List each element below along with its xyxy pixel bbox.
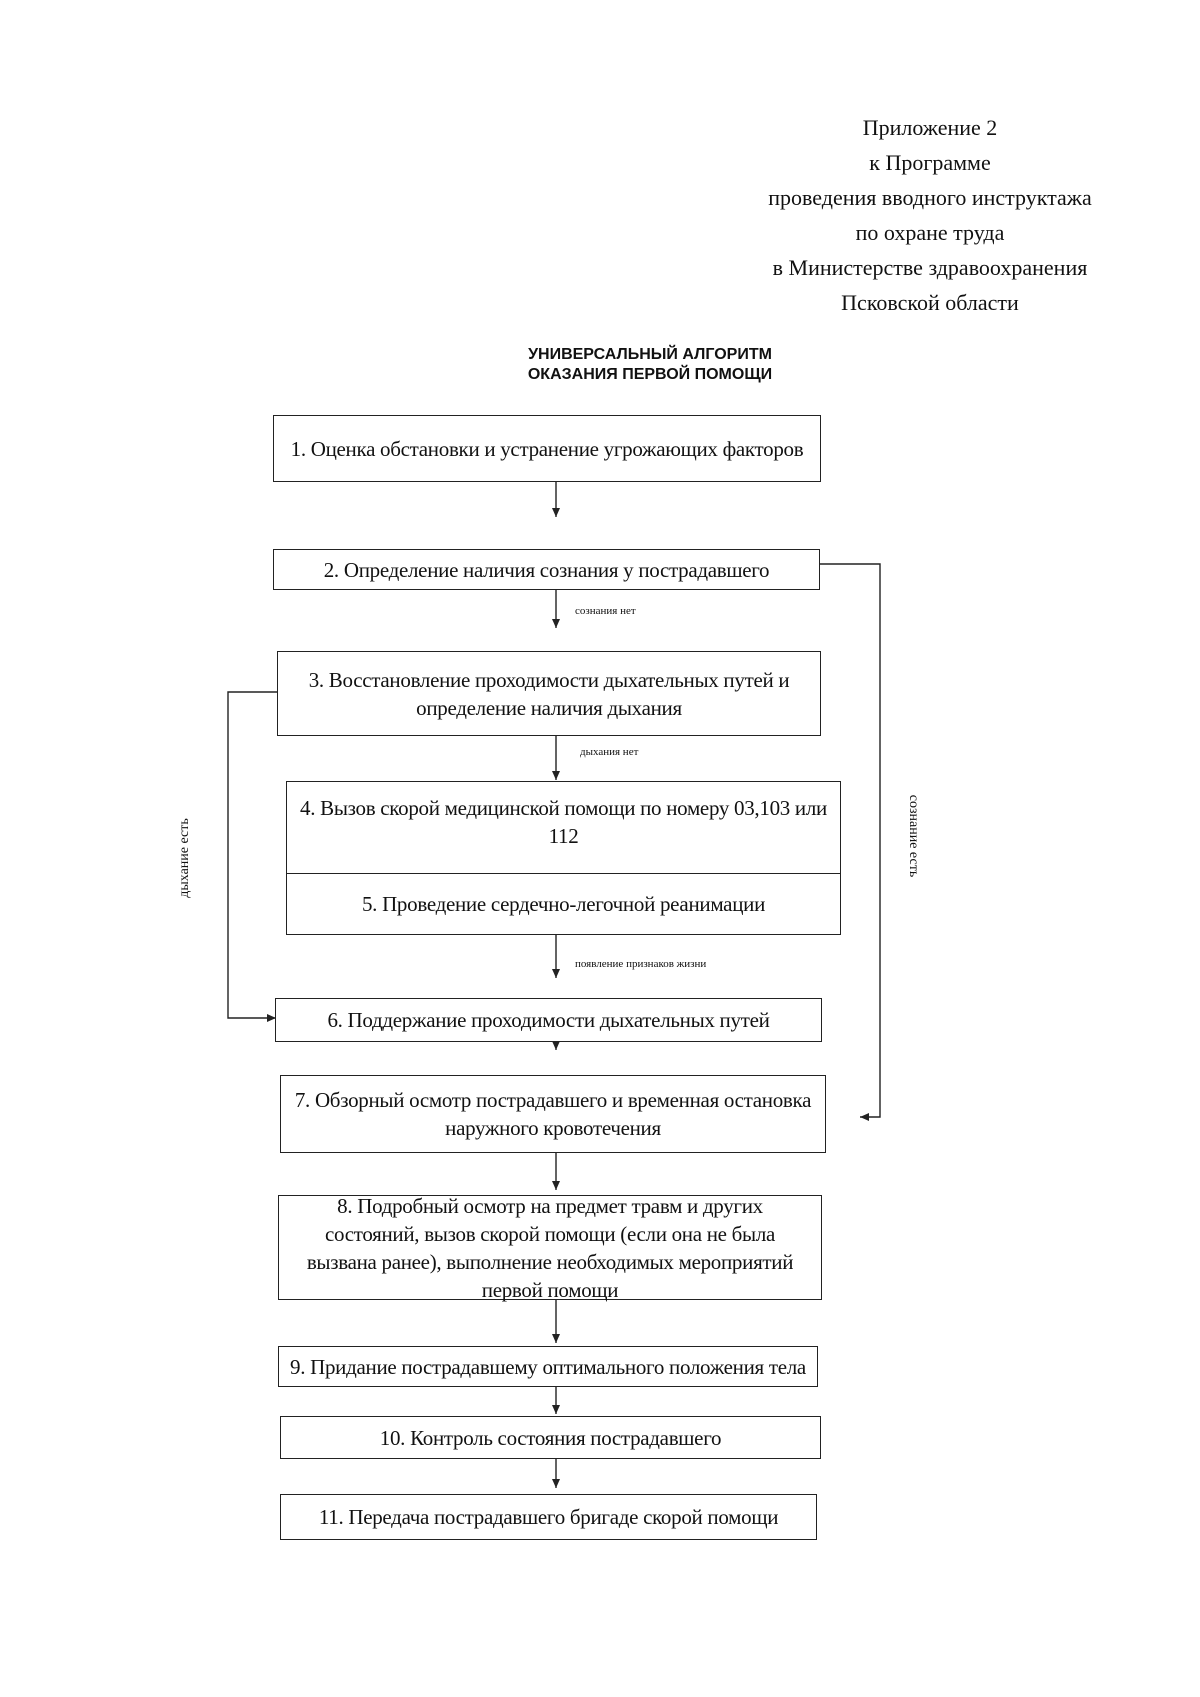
header-line: Приложение 2 — [862, 115, 998, 140]
step-11-box: 11. Передача пострадавшего бригаде скоро… — [280, 1494, 817, 1540]
header-line: Псковской области — [841, 290, 1019, 315]
step-1-box: 1. Оценка обстановки и устранение угрожа… — [273, 415, 821, 482]
step-8-text: 8. Подробный осмотр на предмет травм и д… — [306, 1193, 794, 1302]
step-3-box: 3. Восстановление проходимости дыхательн… — [277, 651, 821, 736]
header-line: в Министерстве здравоохранения — [772, 255, 1088, 280]
step-4-box: 4. Вызов скорой медицинской помощи по но… — [286, 781, 841, 874]
step-4-text: 4. Вызов скорой медицинской помощи по но… — [300, 796, 827, 848]
step-10-box: 10. Контроль состояния пострадавшего — [280, 1416, 821, 1459]
title-line: УНИВЕРСАЛЬНЫЙ АЛГОРИТМ — [528, 346, 772, 363]
step-9-text: 9. Придание пострадавшему оптимального п… — [290, 1354, 806, 1379]
label-consciousness-present: сознание есть — [906, 794, 922, 878]
header-line: по охране труда — [855, 220, 1005, 245]
step-7-box: 7. Обзорный осмотр пострадавшего и време… — [280, 1075, 826, 1153]
step-1-text: 1. Оценка обстановки и устранение угрожа… — [290, 436, 804, 461]
header-line: проведения вводного инструктажа — [768, 185, 1092, 210]
step-2-box: 2. Определение наличия сознания у постра… — [273, 549, 820, 590]
step-6-box: 6. Поддержание проходимости дыхательных … — [275, 998, 822, 1042]
appendix-header: Приложение 2 к Программе проведения ввод… — [730, 110, 1130, 320]
label-breathing-present: дыхание есть — [176, 818, 192, 898]
step-2-text: 2. Определение наличия сознания у постра… — [323, 557, 770, 582]
header-line: к Программе — [869, 150, 991, 175]
step-5-text: 5. Проведение сердечно-легочной реанимац… — [361, 892, 766, 916]
arrow-breathing-present — [227, 691, 278, 1022]
label-signs-of-life: появление признаков жизни — [575, 958, 707, 970]
title-line: ОКАЗАНИЯ ПЕРВОЙ ПОМОЩИ — [527, 366, 773, 383]
step-9-box: 9. Придание пострадавшему оптимального п… — [278, 1346, 818, 1387]
diagram-title: УНИВЕРСАЛЬНЫЙ АЛГОРИТМ ОКАЗАНИЯ ПЕРВОЙ П… — [450, 345, 850, 385]
label-no-breathing: дыхания нет — [580, 746, 639, 758]
step-3-text: 3. Восстановление проходимости дыхательн… — [308, 667, 790, 720]
step-8-box: 8. Подробный осмотр на предмет травм и д… — [278, 1194, 822, 1302]
label-no-consciousness: сознания нет — [575, 605, 636, 617]
step-6-text: 6. Поддержание проходимости дыхательных … — [327, 1008, 770, 1032]
step-7-text: 7. Обзорный осмотр пострадавшего и време… — [294, 1088, 812, 1140]
step-10-text: 10. Контроль состояния пострадавшего — [379, 1425, 722, 1450]
step-11-text: 11. Передача пострадавшего бригаде скоро… — [318, 1505, 779, 1529]
step-5-box: 5. Проведение сердечно-легочной реанимац… — [286, 873, 841, 935]
